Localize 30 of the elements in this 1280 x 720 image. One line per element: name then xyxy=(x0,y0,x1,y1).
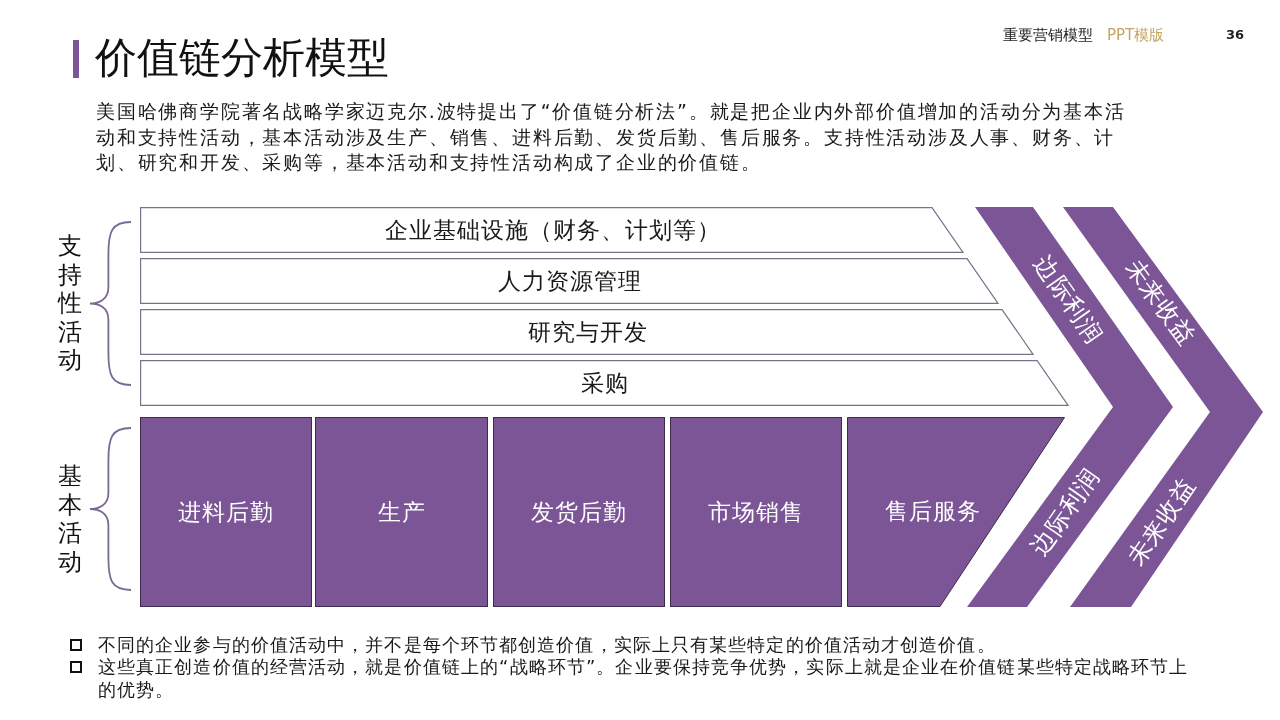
page-number: 36 xyxy=(1226,27,1245,43)
bullet-text: 不同的企业参与的价值活动中，并不是每个环节都创造价值，实际上只有某些特定的价值活动才创造价值。 xyxy=(98,634,997,657)
activity-label: 生产 xyxy=(377,498,426,526)
activity-label: 进料后勤 xyxy=(178,498,274,526)
activity-label: 发货后勤 xyxy=(531,498,627,526)
header-tag: PPT模版 xyxy=(1107,26,1165,44)
chevron-label: 边际利润 xyxy=(1028,251,1108,349)
support-activity-band xyxy=(140,258,1000,304)
activity-label: 研究与开发 xyxy=(527,318,648,346)
activity-label: 采购 xyxy=(581,369,629,397)
support-activity-band xyxy=(140,309,1035,355)
activity-label: 市场销售 xyxy=(708,498,804,526)
primary-activity-box xyxy=(493,417,665,607)
chevron-label: 未来收益 xyxy=(1122,472,1202,572)
support-activity-band xyxy=(140,207,965,253)
activity-label: 企业基础设施（财务、计划等） xyxy=(384,216,721,244)
bullet-text: 这些真正创造价值的经营活动，就是价值链上的“战略环节”。企业要保持竞争优势，实际上就是企业在价值链某些特定战略环节上的优势。 xyxy=(98,656,1190,701)
primary-activity-box xyxy=(140,417,312,607)
intro-paragraph: 美国哈佛商学院著名战略学家迈克尔.波特提出了“价值链分析法”。就是把企业内外部价值增加的活动分为基本活动和支持性活动，基本活动涉及生产、销售、进料后勤、发货后勤、售后服务。支持性活动涉及人事、财务、计划、研究和开发、采购等，基本活动和支持性活动构成了企业的价值链。 xyxy=(96,99,1127,175)
activity-label: 人力资源管理 xyxy=(498,267,642,295)
primary-activity-box xyxy=(670,417,842,607)
slide-title: 价值链分析模型 xyxy=(95,32,389,84)
primary-activity-box xyxy=(315,417,488,607)
group-label: 基本活动 xyxy=(57,462,83,576)
group-label: 支持性活动 xyxy=(57,232,83,375)
header-title: 重要营销模型 xyxy=(1003,26,1093,44)
chevron-label: 边际利润 xyxy=(1026,463,1106,561)
support-activity-band xyxy=(140,360,1070,406)
chevron-label: 未来收益 xyxy=(1119,254,1201,352)
activity-label: 售后服务 xyxy=(885,497,981,525)
